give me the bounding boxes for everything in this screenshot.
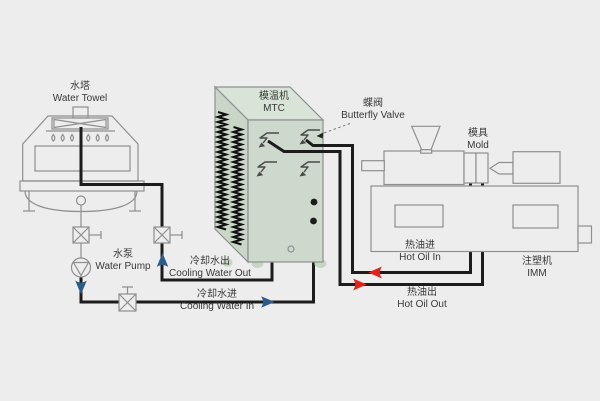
- mtc-label: 模温机 MTC: [259, 91, 289, 114]
- water-flow-down-arrow: [75, 280, 87, 295]
- imm-clamp-unit: [512, 151, 561, 184]
- water-flow-up-arrow: [156, 252, 169, 267]
- fan-icon: [53, 118, 107, 129]
- gate-valve-icon: [153, 226, 183, 244]
- water-tower-label: 水塔 Water Towel: [52, 81, 108, 104]
- imm-feed-block: [361, 160, 385, 172]
- oil-flow-right-arrow: [353, 278, 367, 291]
- hot-oil-out-label: 热油出 Hot Oil Out: [397, 287, 447, 310]
- hot-oil-upper-pipe: [305, 138, 472, 274]
- imm-barrel: [383, 150, 465, 186]
- imm-label: 注塑机 IMM: [522, 256, 552, 279]
- mtc-indicator: [287, 245, 295, 253]
- heater-coil-icon: [214, 110, 246, 246]
- cooling-water-in-label: 冷却水进 Cooling Water In: [179, 289, 255, 312]
- tee-valve-icon: [118, 286, 137, 312]
- gate-valve-icon: [72, 226, 102, 244]
- butterfly-valve-callout: [316, 123, 351, 139]
- mtc-foot: [222, 258, 233, 267]
- mold-half: [463, 152, 477, 184]
- mold-label: 模具 Mold: [467, 128, 489, 151]
- imm-machine: [361, 125, 593, 253]
- mtc-front-face: [247, 119, 324, 263]
- hopper-icon: [410, 125, 441, 151]
- water-droplet-icon: [51, 133, 110, 142]
- mtc-port: [310, 198, 318, 206]
- water-pump-label: 水泵 Water Pump: [95, 249, 151, 272]
- hot-oil-lower-pipe: [267, 139, 484, 286]
- cooling-water-out-label: 冷却水出 Cooling Water Out: [169, 256, 251, 279]
- mold-half: [475, 152, 489, 184]
- mtc-port: [310, 217, 317, 225]
- basin-drain: [75, 195, 87, 206]
- imm-base: [370, 185, 579, 253]
- oil-flow-left-arrow: [368, 266, 382, 279]
- water-flow-right-arrow: [261, 296, 275, 308]
- hot-oil-in-label: 热油进 Hot Oil In: [399, 240, 441, 263]
- mtc-unit: [213, 85, 327, 268]
- butterfly-valve-label: 蝶阀 Butterfly Valve: [341, 98, 405, 121]
- pump-icon: [70, 257, 92, 278]
- imm-side-tab: [577, 225, 593, 244]
- nozzle-icon: [488, 161, 514, 175]
